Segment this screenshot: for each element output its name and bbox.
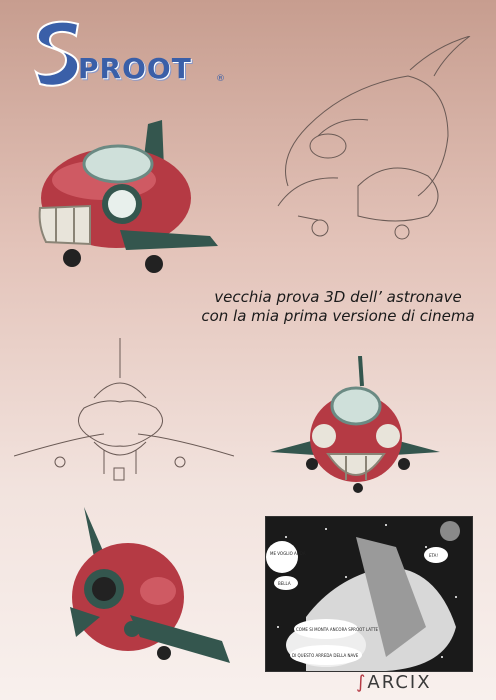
sproot-logo: PROOT ® bbox=[30, 10, 225, 90]
ship-render-front bbox=[270, 356, 440, 493]
signature-text: ARCIX bbox=[367, 672, 432, 693]
bubble-2-text: BELLA bbox=[278, 581, 291, 586]
artist-signature: ∫ARCIX bbox=[356, 672, 432, 693]
comic-panel: ME VOGLIO ANDA BELLA ETA! COME SI MONTA … bbox=[265, 516, 473, 672]
signature-slash-icon: ∫ bbox=[356, 672, 368, 693]
logo-text: PROOT bbox=[78, 52, 192, 85]
ship-sketch-side bbox=[277, 36, 471, 240]
render-caption: vecchia prova 3D dell’ astronave con la … bbox=[180, 288, 496, 326]
bubble-5-text: DI QUESTO ARREDA DELLA NAVE bbox=[292, 653, 359, 658]
ship-render-front-3-4 bbox=[38, 120, 218, 273]
caption-line-2: con la mia prima versione di cinema bbox=[201, 307, 475, 325]
comic-illustration: ME VOGLIO ANDA BELLA ETA! COME SI MONTA … bbox=[266, 517, 472, 671]
logo-s-icon bbox=[34, 20, 80, 87]
ship-sketch-front bbox=[14, 338, 234, 481]
comic-speech-bubbles: ME VOGLIO ANDA BELLA ETA! COME SI MONTA … bbox=[266, 541, 448, 665]
caption-line-1: vecchia prova 3D dell’ astronave bbox=[214, 288, 462, 306]
ship-render-rear bbox=[70, 507, 230, 663]
bubble-4-text: COME SI MONTA ANCORA SPROOT LATTE bbox=[296, 627, 379, 632]
bubble-1-text: ME VOGLIO ANDA bbox=[270, 551, 306, 556]
bubble-3-text: ETA! bbox=[429, 553, 438, 558]
registered-mark: ® bbox=[216, 74, 225, 84]
